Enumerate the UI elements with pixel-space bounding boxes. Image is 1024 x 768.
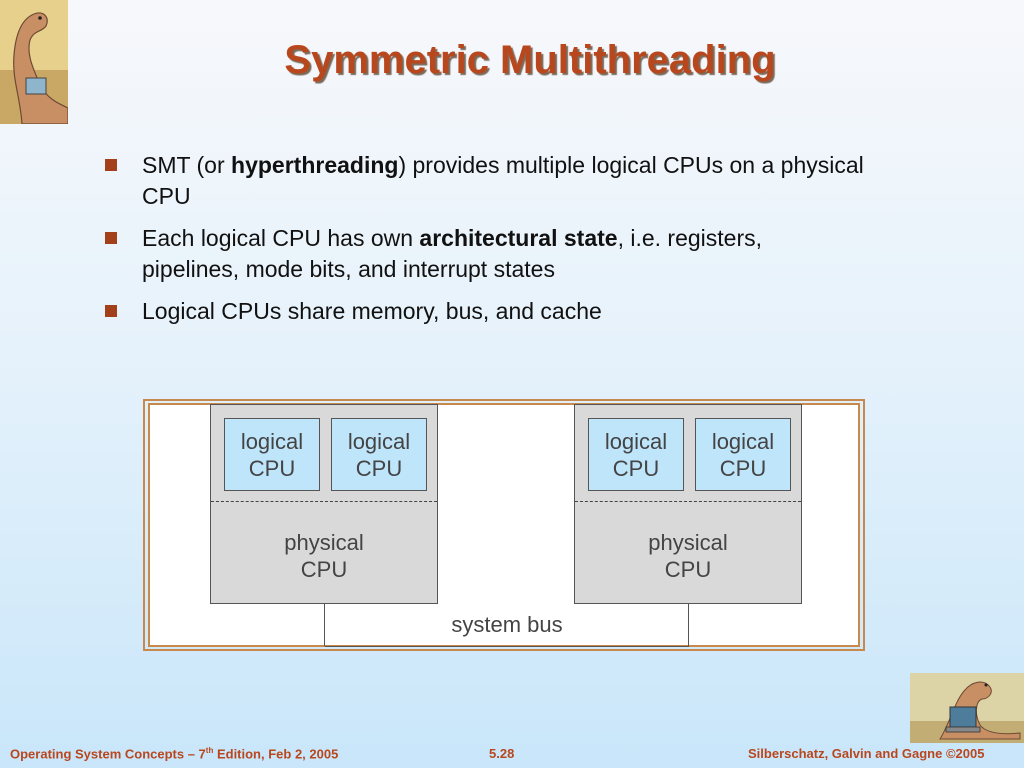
logical-cpu-box: logical CPU	[224, 418, 320, 491]
physical-cpu-box: logical CPU logical CPU physical CPU	[574, 404, 802, 604]
logical-cpu-box: logical CPU	[331, 418, 427, 491]
dinosaur-logo	[0, 0, 68, 124]
bus-connector	[688, 603, 689, 646]
square-bullet-icon	[105, 232, 117, 244]
bullet-item: Each logical CPU has own architectural s…	[105, 223, 865, 285]
divider-dashed	[575, 501, 801, 502]
bus-connector	[324, 603, 325, 646]
logical-cpu-box: logical CPU	[695, 418, 791, 491]
bold-term: architectural state	[419, 225, 618, 251]
slide-title: Symmetric Multithreading	[284, 38, 776, 82]
physical-cpu-label: physical CPU	[284, 530, 364, 582]
physical-cpu-box: logical CPU logical CPU physical CPU	[210, 404, 438, 604]
physical-cpu-label: physical CPU	[648, 530, 728, 582]
diagram-frame-outer	[143, 399, 865, 651]
footer-copyright: Silberschatz, Galvin and Gagne ©2005	[748, 746, 985, 761]
footer-book-title: Operating System Concepts – 7th Edition,…	[10, 746, 339, 762]
bullet-item: Logical CPUs share memory, bus, and cach…	[105, 296, 865, 327]
logical-cpu-box: logical CPU	[588, 418, 684, 491]
footer-page-number: 5.28	[489, 746, 515, 761]
divider-dashed	[211, 501, 437, 502]
system-bus-label: system bus	[451, 612, 563, 637]
square-bullet-icon	[105, 159, 117, 171]
square-bullet-icon	[105, 305, 117, 317]
system-bus-line	[325, 646, 689, 647]
bullet-list: SMT (or hyperthreading) provides multipl…	[105, 150, 865, 338]
bold-term: hyperthreading	[231, 152, 399, 178]
dinosaur-computer-logo	[910, 673, 1024, 743]
bullet-item: SMT (or hyperthreading) provides multipl…	[105, 150, 865, 212]
